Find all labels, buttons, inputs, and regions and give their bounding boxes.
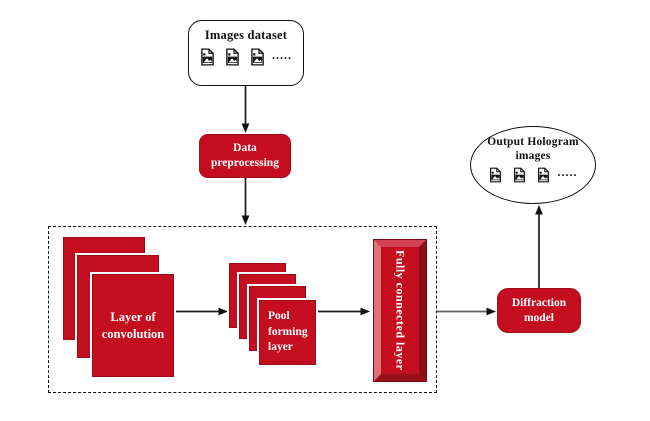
arrow-diffraction-to-output [535,205,543,288]
arrow-cnn-to-diffraction [436,307,496,316]
fully-connected-layer-bar: Fully connected layer [373,239,427,382]
convolution-layer-front-sheet: Layer of convolution [92,274,174,377]
arrow-dataset-to-preprocessing [241,85,250,133]
arrow-preprocessing-to-cnn [241,178,250,225]
output-icons-row: ..... [471,165,595,183]
data-preprocessing-box: Data preprocessing [199,134,291,178]
image-file-icon [201,48,214,66]
diffraction-model-box: Diffraction model [497,288,581,333]
image-file-icon [537,167,549,183]
fully-connected-layer-label: Fully connected layer [393,250,408,371]
output-hologram-ellipse: Output Hologram images [470,126,596,204]
dataset-icons-row: ..... [189,48,303,66]
images-dataset-title: Images dataset [204,28,288,42]
cnn-dashed-container [48,226,437,393]
image-file-icon [489,167,501,183]
image-file-icon [226,48,239,66]
image-file-icon [513,167,525,183]
output-hologram-title: Output Hologram images [487,136,579,163]
output-ellipsis-dots: ..... [557,165,578,180]
image-file-icon [251,48,264,66]
images-dataset-box: Images dataset [188,20,304,86]
pooling-layer-front-sheet: Pool forming layer [259,300,316,365]
dataset-ellipsis-dots: ..... [272,47,292,62]
